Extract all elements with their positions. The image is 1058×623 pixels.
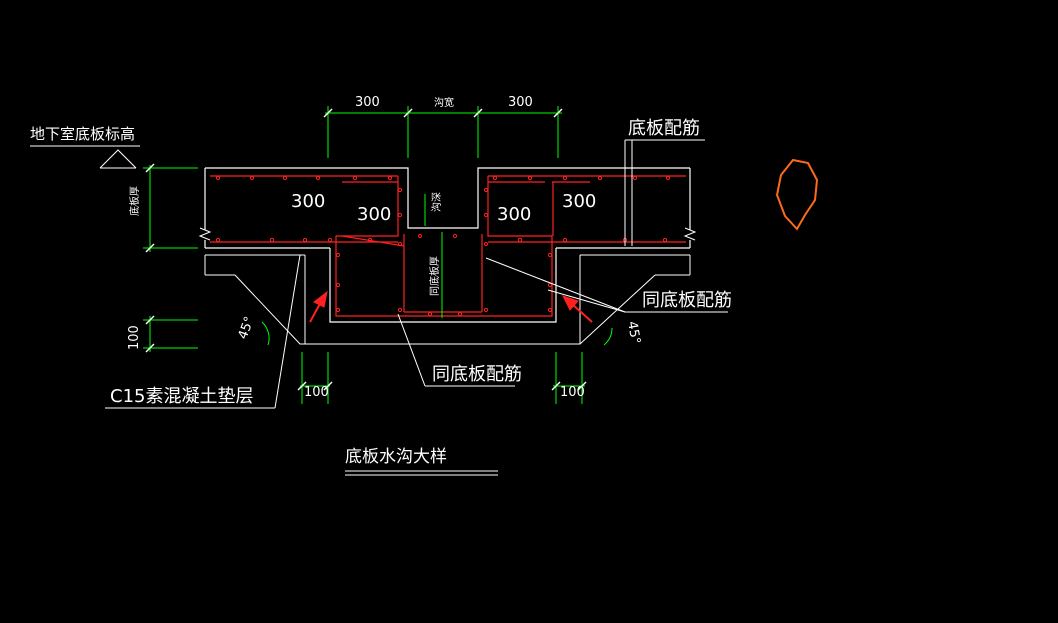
dim-inner-2: 300 xyxy=(357,204,391,225)
dim-angle-left: 45° xyxy=(236,315,258,342)
break-marks xyxy=(198,227,697,241)
drawing-title: 底板水沟大样 xyxy=(345,447,447,467)
rebar xyxy=(210,175,686,317)
annotation-outline-shape xyxy=(775,158,819,231)
dim-trench-width: 沟宽 xyxy=(434,96,454,109)
dim-cushion-thickness: 100 xyxy=(127,325,142,350)
dim-inner-4: 300 xyxy=(562,191,596,212)
rebar-dots xyxy=(215,175,671,317)
dim-top-left: 300 xyxy=(355,95,380,110)
label-same-slab-reinforcement-bottom: 同底板配筋 xyxy=(432,364,522,385)
dim-angle-right: 45° xyxy=(624,320,643,345)
dim-bottom-left: 100 xyxy=(304,385,329,400)
red-arrows xyxy=(309,290,593,323)
dimension-ticks xyxy=(145,108,587,391)
label-cushion-layer: C15素混凝土垫层 xyxy=(110,386,253,407)
label-trench-depth: 沟深 xyxy=(430,192,443,212)
slab-outline xyxy=(204,167,691,323)
dim-top-right: 300 xyxy=(508,95,533,110)
dim-inner-3: 300 xyxy=(497,204,531,225)
label-same-slab-thickness: 同底板厚 xyxy=(428,256,441,296)
dim-inner-1: 300 xyxy=(291,191,325,212)
label-slab-thickness: 底板厚 xyxy=(128,186,141,216)
dimension-lines xyxy=(143,106,613,404)
leader-lines xyxy=(30,139,728,476)
dim-bottom-right: 100 xyxy=(560,385,585,400)
label-basement-slab-elevation: 地下室底板标高 xyxy=(30,125,135,143)
label-same-slab-reinforcement-right: 同底板配筋 xyxy=(642,290,732,311)
label-slab-reinforcement: 底板配筋 xyxy=(628,118,700,139)
cushion-layer-outline xyxy=(204,254,691,345)
